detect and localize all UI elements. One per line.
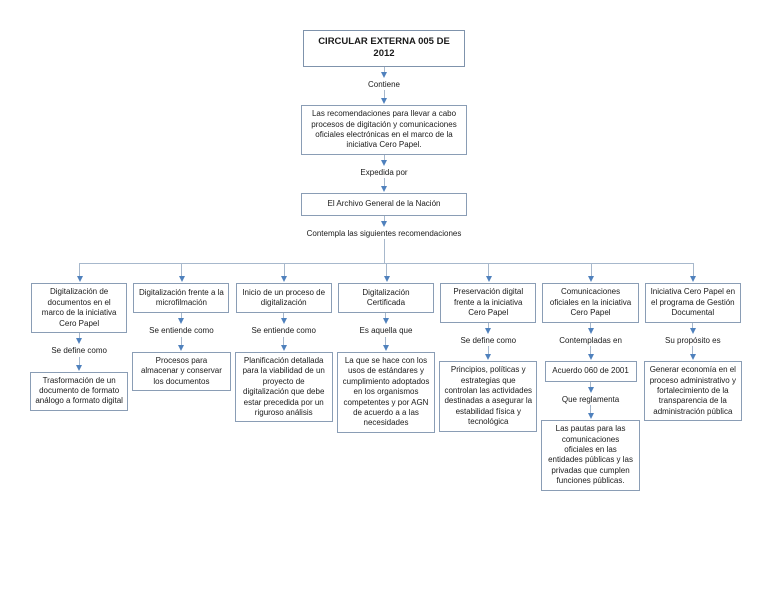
relation-label: Contempladas en xyxy=(559,335,622,345)
relation-label: Se entiende como xyxy=(149,326,214,336)
branch-header-node: Comunicaciones oficiales en la iniciativ… xyxy=(542,283,639,323)
branch-column-digitalizacion-documentos: Digitalización de documentos en el marco… xyxy=(28,283,130,490)
connector-drop-arrow-icon xyxy=(386,263,387,277)
branch-column-comunicaciones-oficiales: Comunicaciones oficiales en la iniciativ… xyxy=(539,283,641,491)
arrow-down-icon xyxy=(590,381,592,387)
arrow-down-icon xyxy=(283,337,285,346)
branch-column-iniciativa-cero-papel: Iniciativa Cero Papel en el programa de … xyxy=(642,283,744,490)
connector-drop-arrow-icon xyxy=(590,263,592,277)
arrow-down-icon xyxy=(487,322,489,328)
arrow-down-icon xyxy=(383,66,385,72)
branch-column-preservacion-digital: Preservación digital frente a la iniciat… xyxy=(437,283,539,490)
acuerdo-node: Acuerdo 060 de 2001 xyxy=(544,361,637,382)
branches-section: Digitalización de documentos en el marco… xyxy=(28,263,744,491)
relation-label: Se entiende como xyxy=(251,326,316,336)
connector-drop-arrow-icon xyxy=(79,263,81,277)
connector-drop-arrow-icon xyxy=(692,263,694,277)
arrow-down-icon xyxy=(692,322,694,328)
arrow-down-icon xyxy=(78,356,80,365)
connector-drop-arrow-icon xyxy=(283,263,285,277)
arrow-down-icon xyxy=(180,337,182,346)
summary-node: Las recomendaciones para llevar a cabo p… xyxy=(301,105,467,155)
arrow-down-icon xyxy=(383,215,385,221)
branch-detail-node: Generar economía en el proceso administr… xyxy=(643,361,742,422)
branch-header-node: Inicio de un proceso de digitalización xyxy=(235,283,332,314)
branch-connectors xyxy=(28,263,744,283)
arrow-down-icon xyxy=(385,313,387,319)
branch-detail-node: La que se hace con los usos de estándare… xyxy=(336,352,436,433)
relation-label: Es aquella que xyxy=(359,326,413,336)
branch-column-inicio-proceso: Inicio de un proceso de digitalización S… xyxy=(233,283,335,490)
arrow-down-icon xyxy=(383,178,385,187)
relation-label: Su propósito es xyxy=(665,335,721,345)
branch-header-node: Preservación digital frente a la iniciat… xyxy=(440,283,537,323)
issuer-node: El Archivo General de la Nación xyxy=(301,193,467,216)
branch-detail-node: Principios, políticas y estrategias que … xyxy=(439,361,538,432)
branch-column-digitalizacion-microfilmacion: Digitalización frente a la microfilmació… xyxy=(130,283,232,490)
branch-header-node: Digitalización de documentos en el marco… xyxy=(31,283,128,333)
arrow-down-icon xyxy=(383,90,385,99)
arrow-down-icon xyxy=(385,337,387,346)
root-title-node: CIRCULAR EXTERNA 005 DE 2012 xyxy=(303,30,465,67)
diagram-top-section: CIRCULAR EXTERNA 005 DE 2012 Contiene La… xyxy=(0,0,768,264)
branch-detail-node: Planificación detallada para la viabilid… xyxy=(234,352,333,423)
arrow-down-icon xyxy=(383,154,385,160)
branch-columns: Digitalización de documentos en el marco… xyxy=(28,283,744,491)
relation-label: Que reglamenta xyxy=(561,394,620,404)
connector-line xyxy=(383,239,385,264)
arrow-down-icon xyxy=(180,313,182,319)
branch-header-node: Iniciativa Cero Papel en el programa de … xyxy=(644,283,741,323)
relation-label: Se define como xyxy=(460,335,517,345)
arrow-down-icon xyxy=(692,346,694,355)
arrow-down-icon xyxy=(283,313,285,319)
arrow-down-icon xyxy=(590,405,592,414)
branch-detail-node: Trasformación de un documento de formato… xyxy=(30,371,129,411)
arrow-down-icon xyxy=(487,346,489,355)
connector-label-contiene: Contiene xyxy=(367,79,401,89)
relation-label: Se define como xyxy=(51,345,107,355)
branch-header-node: Digitalización Certificada xyxy=(337,283,435,314)
branch-header-node: Digitalización frente a la microfilmació… xyxy=(133,283,230,314)
branch-column-digitalizacion-certificada: Digitalización Certificada Es aquella qu… xyxy=(335,283,437,490)
arrow-down-icon xyxy=(78,332,80,338)
branch-detail-node: Procesos para almacenar y conservar los … xyxy=(132,352,231,392)
arrow-down-icon xyxy=(590,346,592,355)
connector-drop-arrow-icon xyxy=(181,263,183,277)
branch-detail-node: Las pautas para las comunicaciones ofici… xyxy=(541,420,640,491)
connector-drop-arrow-icon xyxy=(488,263,490,277)
arrow-down-icon xyxy=(590,322,592,328)
connector-label-recomendaciones: Contempla las siguientes recomendaciones xyxy=(306,228,462,238)
connector-label-expedida-por: Expedida por xyxy=(360,167,408,177)
